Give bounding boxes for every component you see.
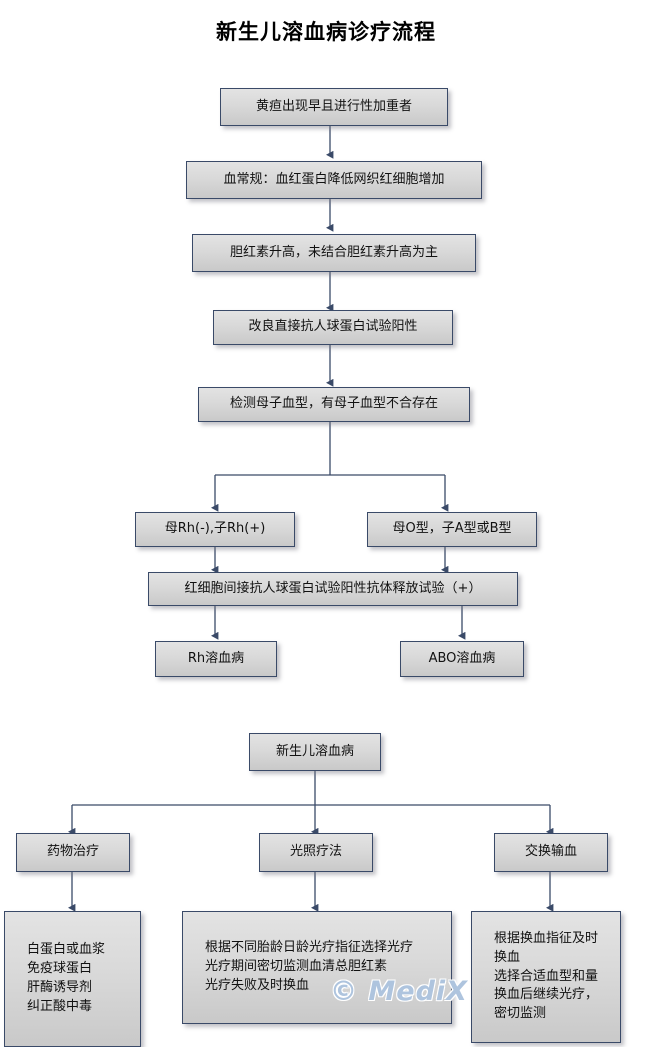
- node-t1[interactable]: 药物治疗: [16, 833, 130, 872]
- node-d1[interactable]: 白蛋白或血浆 免疫球蛋白 肝酶诱导剂 纠正酸中毒: [4, 911, 141, 1047]
- node-n5[interactable]: 检测母子血型，有母子血型不合存在: [198, 387, 470, 422]
- node-t0[interactable]: 新生儿溶血病: [249, 733, 381, 771]
- node-n4[interactable]: 改良直接抗人球蛋白试验阳性: [213, 310, 453, 345]
- node-d3[interactable]: 根据换血指征及时 换血 选择合适血型和量 换血后继续光疗， 密切监测: [471, 911, 621, 1043]
- node-n10[interactable]: ABO溶血病: [400, 641, 524, 677]
- node-n9[interactable]: Rh溶血病: [155, 641, 277, 677]
- node-t3[interactable]: 交换输血: [494, 833, 608, 872]
- node-d2[interactable]: 根据不同胎龄日龄光疗指征选择光疗 光疗期间密切监测血清总胆红素 光疗失败及时换血: [182, 911, 452, 1024]
- node-n1[interactable]: 黄疸出现早且进行性加重者: [220, 88, 448, 126]
- node-n6[interactable]: 母Rh(-),子Rh(+): [135, 512, 295, 547]
- node-n7[interactable]: 母O型，子A型或B型: [367, 512, 537, 547]
- node-n3[interactable]: 胆红素升高，未结合胆红素升高为主: [192, 234, 476, 272]
- node-t2[interactable]: 光照疗法: [259, 833, 373, 872]
- node-n2[interactable]: 血常规：血红蛋白降低网织红细胞增加: [186, 161, 482, 199]
- page-title: 新生儿溶血病诊疗流程: [216, 20, 436, 44]
- node-n8[interactable]: 红细胞间接抗人球蛋白试验阳性抗体释放试验（+）: [148, 572, 518, 606]
